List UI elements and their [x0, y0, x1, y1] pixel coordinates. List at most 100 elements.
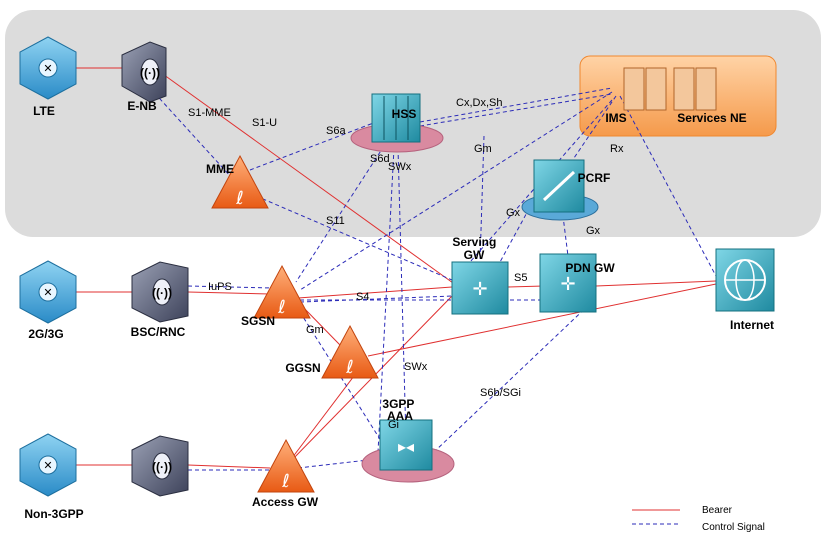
svg-text:✛: ✛ [472, 279, 487, 299]
if-s6a: S6a [326, 125, 346, 137]
non3gpp-antenna-node[interactable]: ((·)) [131, 435, 189, 497]
link-s1mme [149, 87, 233, 179]
sgsn-label: SGSN [241, 314, 275, 328]
if-s6b-sgi: S6b/SGi [480, 387, 521, 399]
access-gw-node[interactable]: ℓ Access GW [252, 438, 319, 509]
mme-label: MME [206, 162, 234, 176]
svg-text:✕: ✕ [43, 460, 52, 472]
aaa-label: 3GPP AAA [382, 397, 417, 423]
link-s6d [295, 145, 385, 283]
legend: Bearer Control Signal [632, 505, 765, 533]
internet-node[interactable]: Internet [715, 248, 775, 332]
link-ggsn-accessgw [291, 367, 361, 459]
legend-bearer-label: Bearer [702, 505, 733, 516]
svg-text:✕: ✕ [43, 63, 52, 75]
ggsn-label: GGSN [285, 361, 320, 375]
hss-label: HSS [392, 107, 417, 121]
ims-server-icon [623, 67, 645, 111]
if-gm-top: Gm [474, 143, 492, 155]
aaa-label-line1: 3GPP [382, 397, 414, 411]
access-gw-label: Access GW [252, 495, 319, 509]
if-s11: S11 [326, 215, 345, 227]
gateway-cube-icon [451, 261, 509, 315]
link-accessgw-aaa [297, 459, 369, 469]
svg-text:▸◂: ▸◂ [398, 439, 414, 456]
serving-gw-node[interactable]: ✛ Serving GW [451, 235, 509, 315]
link-hss-ims2 [419, 93, 613, 127]
link-rx [573, 95, 617, 159]
if-s1-u: S1-U [252, 117, 277, 129]
link-bsc-sgsn [187, 291, 271, 295]
bsc-rnc-node[interactable]: ((·)) BSC/RNC [131, 261, 189, 339]
if-swx-top: SWx [388, 161, 412, 173]
pdn-gw-label: PDN GW [565, 261, 615, 275]
link-ggsn-internet [367, 283, 717, 357]
if-iups: IuPS [208, 281, 232, 293]
pcrf-node[interactable]: PCRF [521, 159, 610, 221]
svg-text:ℓ: ℓ [235, 188, 243, 209]
link-pgw-internet [595, 280, 717, 287]
ims-node[interactable]: IMS Services NE [605, 67, 747, 125]
svg-text:ℓ: ℓ [345, 357, 353, 378]
link-cxdxsh [419, 87, 613, 123]
router-triangle-icon [211, 154, 269, 209]
non3gpp-label: Non-3GPP [24, 507, 83, 521]
svg-text:((·)): ((·)) [140, 66, 160, 80]
gateway-cube-icon [539, 253, 597, 313]
mme-node[interactable]: ℓ MME [206, 154, 269, 209]
svg-text:ℓ: ℓ [281, 471, 289, 492]
if-gm-bottom: Gm [306, 324, 324, 336]
link-ims-sgsn [299, 91, 613, 291]
link-sgw-pgw [507, 285, 545, 288]
svg-text:✛: ✛ [560, 274, 575, 294]
bearer-links [76, 67, 717, 469]
lte-label: LTE [33, 104, 55, 118]
aaa-node[interactable]: ▸◂ 3GPP AAA [361, 397, 455, 483]
if-gi: Gi [388, 419, 399, 431]
serving-gw-label-line2: GW [464, 248, 485, 262]
serving-gw-label-line1: Serving [452, 235, 496, 249]
if-s5: S5 [514, 272, 527, 284]
lte-node[interactable]: ✕ LTE [19, 36, 77, 118]
enb-label: E-NB [127, 99, 157, 113]
interface-labels: S1-MME S1-U S6a Cx,Dx,Sh S6d SWx Gm Rx G… [188, 97, 624, 431]
bsc-rnc-label: BSC/RNC [131, 325, 186, 339]
link-sgsn-sgw [297, 286, 453, 299]
link-iups [187, 285, 273, 289]
link-s6a [249, 121, 377, 171]
sgsn-node[interactable]: ℓ SGSN [241, 264, 311, 328]
link-ims-internet [619, 95, 717, 277]
g23-label: 2G/3G [28, 327, 63, 341]
svg-text:✕: ✕ [43, 287, 52, 299]
ims-label: IMS [605, 111, 626, 125]
link-s11 [255, 195, 453, 281]
router-triangle-icon [321, 324, 379, 379]
if-s1-mme: S1-MME [188, 107, 231, 119]
non3gpp-node[interactable]: ✕ Non-3GPP [19, 433, 84, 521]
link-s1u [159, 71, 461, 289]
aaa-cube-icon [379, 419, 433, 471]
link-s6b [433, 299, 595, 453]
link-accessgw-sgw [289, 295, 453, 463]
if-gx-right: Gx [586, 225, 601, 237]
if-cxdxsh: Cx,Dx,Sh [456, 97, 502, 109]
ggsn-node[interactable]: ℓ GGSN [285, 324, 379, 379]
aaa-label-line2: AAA [387, 409, 413, 423]
legend-control-label: Control Signal [702, 522, 765, 533]
router-triangle-icon [253, 264, 311, 319]
enb-node[interactable]: ((·)) E-NB [121, 41, 167, 113]
link-ant-accessgw [187, 464, 271, 469]
if-s4: S4 [356, 291, 369, 303]
g23-node[interactable]: ✕ 2G/3G [19, 260, 77, 341]
if-swx-bottom: SWx [404, 361, 428, 373]
pdn-gw-node[interactable]: ✛ PDN GW [539, 253, 615, 313]
link-gm-top [479, 135, 485, 263]
link-gx-left [499, 195, 537, 263]
if-rx: Rx [610, 143, 624, 155]
svg-text:((·)): ((·)) [152, 460, 172, 474]
router-triangle-icon [257, 438, 315, 493]
hss-node[interactable]: HSS [350, 93, 444, 153]
svg-text:ℓ: ℓ [277, 297, 285, 318]
link-swx2 [377, 147, 395, 453]
